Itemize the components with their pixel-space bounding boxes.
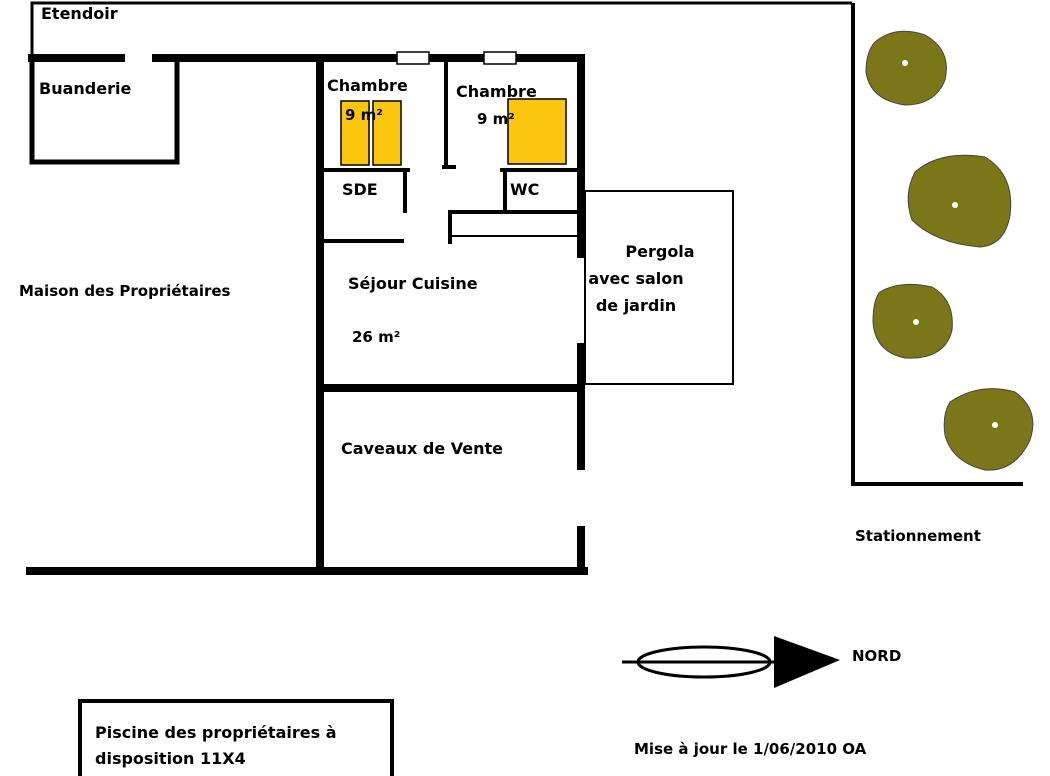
beds	[340, 98, 567, 166]
label-piscine-line1: Piscine des propriétaires à	[95, 723, 337, 742]
label-nord: NORD	[852, 647, 902, 665]
tree-icon	[907, 154, 1012, 248]
label-wc: WC	[510, 180, 540, 199]
label-chambre-1-area: 9 m²	[345, 106, 383, 124]
bed-double	[507, 98, 567, 165]
window-chambre-1	[396, 51, 430, 65]
window-chambre-2	[483, 51, 517, 65]
parking-boundary	[851, 3, 1023, 486]
label-mise-a-jour: Mise à jour le 1/06/2010 OA	[634, 740, 867, 758]
label-sejour-area: 26 m²	[352, 328, 401, 346]
label-chambre-1: Chambre	[327, 76, 408, 95]
label-chambre-2-area: 9 m²	[477, 110, 515, 128]
label-pergola-line2: avec salon	[588, 269, 684, 288]
label-piscine-line2: disposition 11X4	[95, 749, 246, 768]
bed-single-2	[372, 100, 402, 166]
pergola-outline	[584, 190, 734, 385]
label-buanderie: Buanderie	[39, 79, 132, 98]
buanderie-walls	[29, 58, 180, 165]
bed-single-1	[340, 100, 370, 166]
label-sejour: Séjour Cuisine	[348, 274, 478, 293]
etendoir-outline	[30, 1, 852, 55]
piscine-outline	[78, 699, 394, 776]
tree-icon	[865, 30, 947, 106]
trees	[865, 30, 1034, 471]
label-pergola-line3: de jardin	[595, 296, 677, 315]
tree-icon	[943, 388, 1034, 471]
label-etendoir: Etendoir	[41, 4, 118, 23]
north-arrow-icon	[622, 636, 840, 688]
tree-highlights	[902, 60, 998, 428]
label-stationnement: Stationnement	[855, 527, 981, 545]
label-chambre-2: Chambre	[456, 82, 537, 101]
label-pergola: Pergola	[625, 242, 695, 261]
label-caveaux: Caveaux de Vente	[341, 439, 504, 458]
tree-icon	[872, 283, 953, 359]
interior-walls	[320, 62, 581, 392]
label-maison: Maison des Propriétaires	[19, 282, 231, 300]
label-sde: SDE	[342, 180, 378, 199]
